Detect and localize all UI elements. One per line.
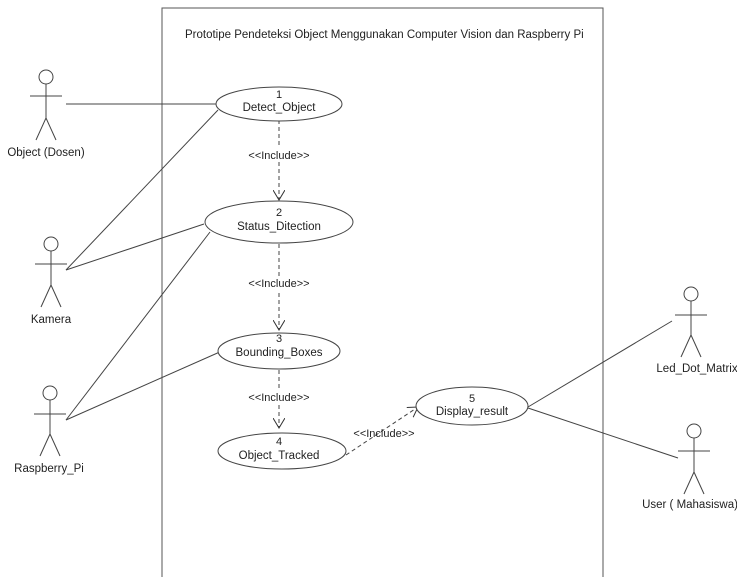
stick-figure-icon	[35, 236, 67, 308]
association-kamera-status	[65, 223, 205, 271]
stick-figure-icon	[678, 423, 710, 495]
actor-raspberry-pi-label: Raspberry_Pi	[14, 463, 84, 475]
use-case-2-number: 2	[276, 207, 282, 219]
system-boundary	[161, 7, 604, 577]
actor-object-dosen-label: Object (Dosen)	[7, 147, 85, 159]
association-display-user	[527, 407, 679, 459]
stick-figure-icon	[30, 69, 62, 141]
stick-figure-icon	[675, 286, 707, 358]
include-label-2: <<Include>>	[248, 278, 309, 290]
use-case-1: 1 Detect_Object	[215, 86, 343, 122]
stick-figure-icon	[34, 385, 66, 457]
use-case-5-name: Display_result	[436, 406, 509, 418]
include-label-4: <<Include>>	[353, 428, 414, 440]
use-case-2: 2 Status_Ditection	[204, 200, 354, 244]
use-case-3-number: 3	[276, 333, 282, 345]
association-kamera-detect	[65, 109, 219, 271]
actor-led-dot-matrix-label: Led_Dot_Matrix	[656, 363, 737, 375]
use-case-3: 3 Bounding_Boxes	[217, 332, 341, 370]
actor-object-dosen	[30, 69, 62, 141]
actor-kamera-label: Kamera	[31, 314, 72, 326]
associations	[65, 103, 679, 459]
include-label-1: <<Include>>	[248, 150, 309, 162]
include-arrow-4	[345, 407, 418, 456]
use-case-5: 5 Display_result	[415, 386, 529, 426]
use-case-4: 4 Object_Tracked	[217, 432, 347, 470]
system-title: Prototipe Pendeteksi Object Menggunakan …	[185, 29, 584, 41]
association-display-led	[527, 320, 673, 408]
use-case-5-number: 5	[469, 393, 475, 405]
actor-user-mahasiswa-label: User ( Mahasiswa)	[642, 499, 737, 511]
include-label-3: <<Include>>	[248, 392, 309, 404]
use-case-1-number: 1	[276, 89, 282, 101]
use-case-3-name: Bounding_Boxes	[236, 347, 323, 359]
association-raspberry-bounding	[65, 350, 223, 421]
use-case-2-name: Status_Ditection	[237, 221, 321, 233]
association-raspberry-status	[65, 231, 211, 421]
actor-user-mahasiswa	[678, 423, 710, 495]
actor-led-dot-matrix	[675, 286, 707, 358]
actor-raspberry-pi	[34, 385, 66, 457]
actor-kamera	[35, 236, 67, 308]
use-case-1-name: Detect_Object	[243, 102, 317, 114]
use-case-4-number: 4	[276, 436, 282, 448]
use-case-4-name: Object_Tracked	[239, 450, 320, 462]
